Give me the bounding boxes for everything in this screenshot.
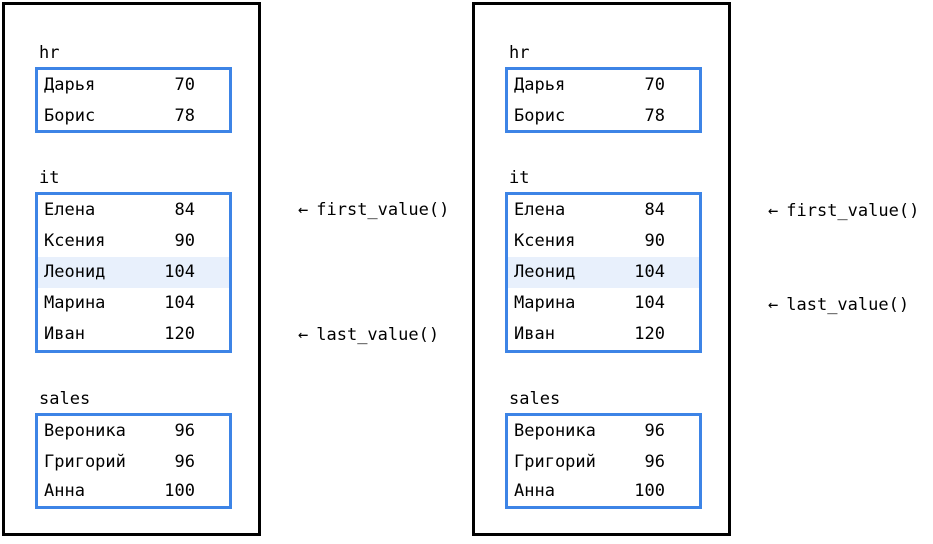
employee-salary: 70 (174, 75, 195, 95)
dept-label-sales: sales (509, 389, 561, 409)
group-it: Елена 84 Ксения 90 Леонид 104 Марина 104 Ива… (35, 192, 232, 353)
dept-label-hr: hr (509, 43, 530, 63)
annotation-first-value-left: ← first_value() (298, 200, 449, 220)
annotation-text: first_value() (786, 201, 920, 221)
employee-name: Елена (44, 200, 96, 220)
arrow-left-icon: ← (298, 325, 309, 345)
table-row: Марина 104 (508, 288, 699, 319)
annotation-last-value-right: ← last_value() (768, 295, 909, 315)
employee-salary: 96 (644, 421, 665, 441)
annotation-first-value-right: ← first_value() (768, 201, 919, 221)
employee-name: Вероника (44, 421, 126, 441)
employee-name: Вероника (514, 421, 596, 441)
table-row-highlighted: Леонид 104 (508, 257, 699, 288)
group-sales: Вероника 96 Григорий 96 Анна 100 (35, 413, 232, 509)
employee-salary: 104 (164, 293, 195, 313)
employee-salary: 100 (634, 481, 665, 501)
dept-label-hr: hr (39, 43, 60, 63)
table-row: Вероника 96 (508, 416, 699, 447)
employee-salary: 120 (164, 324, 195, 344)
annotation-last-value-left: ← last_value() (298, 325, 439, 345)
table-row: Ксения 90 (38, 226, 229, 257)
employee-salary: 84 (644, 200, 665, 220)
panel-left: hr Дарья 70 Борис 78 it Елена 84 Ксения 90 Л… (2, 2, 261, 536)
employee-name: Анна (514, 481, 555, 501)
table-row: Иван 120 (38, 319, 229, 350)
employee-salary: 90 (174, 231, 195, 251)
group-hr: Дарья 70 Борис 78 (505, 67, 702, 133)
employee-name: Дарья (514, 75, 566, 95)
table-row: Григорий 96 (38, 447, 229, 478)
employee-salary: 104 (164, 262, 195, 282)
employee-name: Марина (514, 293, 576, 313)
dept-label-it: it (509, 168, 530, 188)
table-row: Борис 78 (508, 101, 699, 132)
employee-salary: 100 (164, 481, 195, 501)
employee-salary: 70 (644, 75, 665, 95)
employee-name: Елена (514, 200, 566, 220)
panel-right: hr Дарья 70 Борис 78 it Елена 84 Ксения 90 Л… (472, 2, 731, 536)
employee-salary: 84 (174, 200, 195, 220)
table-row: Дарья 70 (508, 70, 699, 101)
employee-name: Дарья (44, 75, 96, 95)
table-row: Елена 84 (508, 195, 699, 226)
employee-name: Марина (44, 293, 106, 313)
employee-salary: 78 (174, 106, 195, 126)
employee-salary: 78 (644, 106, 665, 126)
employee-salary: 104 (634, 262, 665, 282)
employee-name: Борис (44, 106, 96, 126)
employee-salary: 96 (174, 452, 195, 472)
table-row: Елена 84 (38, 195, 229, 226)
employee-salary: 104 (634, 293, 665, 313)
employee-name: Иван (514, 324, 555, 344)
employee-name: Ксения (514, 231, 576, 251)
employee-salary: 96 (644, 452, 665, 472)
employee-salary: 96 (174, 421, 195, 441)
arrow-left-icon: ← (298, 200, 309, 220)
table-row: Вероника 96 (38, 416, 229, 447)
table-row: Григорий 96 (508, 447, 699, 478)
annotation-text: last_value() (316, 325, 440, 345)
table-row: Борис 78 (38, 101, 229, 132)
employee-name: Анна (44, 481, 85, 501)
group-it: Елена 84 Ксения 90 Леонид 104 Марина 104 Ива… (505, 192, 702, 353)
employee-name: Ксения (44, 231, 106, 251)
group-sales: Вероника 96 Григорий 96 Анна 100 (505, 413, 702, 509)
employee-name: Леонид (514, 262, 576, 282)
table-row: Анна 100 (508, 476, 699, 507)
table-row: Иван 120 (508, 319, 699, 350)
employee-name: Леонид (44, 262, 106, 282)
arrow-left-icon: ← (768, 295, 779, 315)
employee-salary: 120 (634, 324, 665, 344)
dept-label-it: it (39, 168, 60, 188)
group-hr: Дарья 70 Борис 78 (35, 67, 232, 133)
employee-name: Иван (44, 324, 85, 344)
annotation-text: last_value() (786, 295, 910, 315)
employee-name: Григорий (44, 452, 126, 472)
annotation-text: first_value() (316, 200, 450, 220)
table-row: Ксения 90 (508, 226, 699, 257)
arrow-left-icon: ← (768, 201, 779, 221)
table-row: Дарья 70 (38, 70, 229, 101)
table-row-highlighted: Леонид 104 (38, 257, 229, 288)
table-row: Марина 104 (38, 288, 229, 319)
employee-salary: 90 (644, 231, 665, 251)
employee-name: Борис (514, 106, 566, 126)
employee-name: Григорий (514, 452, 596, 472)
dept-label-sales: sales (39, 389, 91, 409)
table-row: Анна 100 (38, 476, 229, 507)
